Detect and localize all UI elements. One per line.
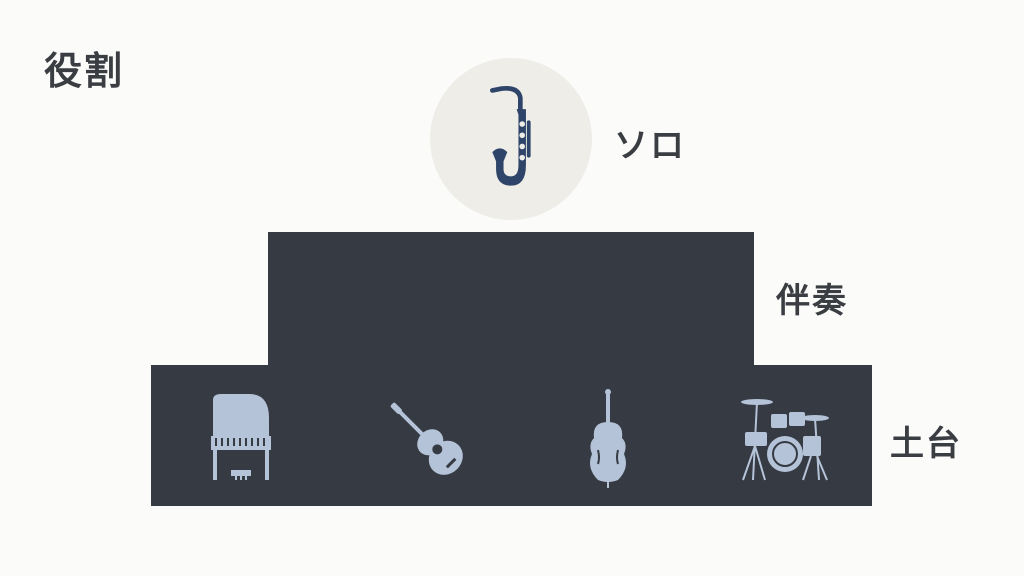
tier-label-solo: ソロ [614,126,686,166]
page-title: 役割 [44,49,125,93]
tier-label-accompaniment: 伴奏 [776,281,848,321]
piano-icon [211,394,271,480]
saxophone-icon [490,86,531,186]
drum-kit-icon [741,399,829,481]
piano-cell [181,378,301,498]
solo-circle [430,58,592,220]
accompaniment-block [268,232,754,366]
tier-label-foundation: 土台 [890,424,962,464]
drums-cell [723,378,843,498]
acoustic-guitar-icon [390,402,463,475]
upright-bass-icon [590,389,626,488]
guitar-cell [366,378,486,498]
bass-cell [548,378,668,498]
